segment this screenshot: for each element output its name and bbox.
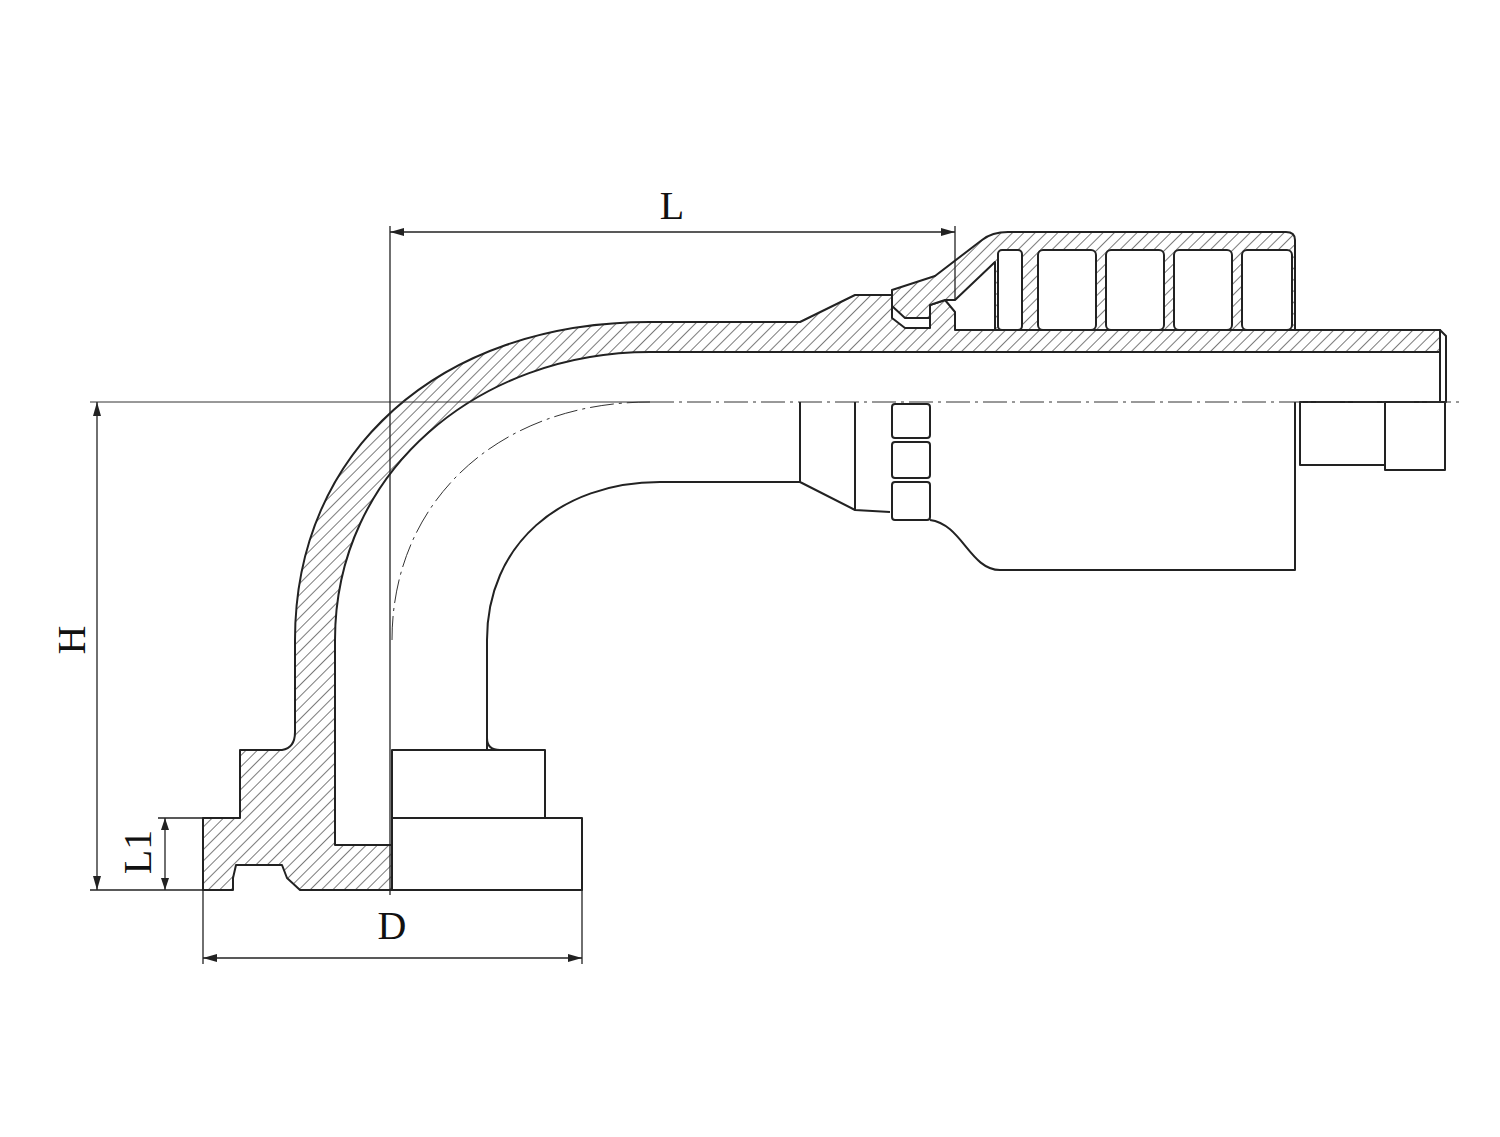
arrowhead [390,228,404,236]
dimension-label: L [658,186,686,226]
extension-line [90,889,203,890]
extension-line [581,890,582,964]
pocket [1038,250,1096,330]
pocket [998,250,1022,330]
dimension-arrows [93,228,955,962]
arrowhead [161,818,169,830]
collar-edge [854,402,856,510]
dimension-label: H [52,624,92,657]
arrowhead [93,876,101,890]
hex-flat [892,482,930,520]
arrowhead [941,228,955,236]
pocket [1242,250,1292,330]
extension-line [90,402,650,403]
flange [392,818,582,890]
arrowhead [203,954,217,962]
arrowhead [93,402,101,416]
collar-outline [800,402,890,512]
extension-line [202,890,203,964]
extension-line [389,226,390,895]
dimension-line-l [390,231,955,232]
dimension-label: D [376,906,409,946]
socket-outline [930,402,1295,570]
pocket [1106,250,1164,330]
nipple-tip [1440,330,1446,402]
center-line [650,402,1462,403]
section-wall [203,295,1440,890]
center-lines [90,402,1462,640]
socket-pockets [998,250,1292,330]
dimension-lines [90,226,955,964]
nipple-body [1300,402,1385,465]
flange-step [392,750,545,818]
elbow-inner [487,482,800,750]
arrowhead [161,878,169,890]
dimension-line-d [203,957,582,958]
hex-flat [892,404,930,438]
socket-shell [892,232,1295,330]
pocket [1174,250,1232,330]
arrowhead [568,954,582,962]
neck-fillet [487,738,500,750]
dimension-label: L1 [118,828,158,876]
dimension-line-h [96,402,97,890]
hex-flat [892,442,930,478]
nipple-end [1385,402,1445,470]
bend-center-line [392,402,650,640]
extension-line [954,226,955,300]
